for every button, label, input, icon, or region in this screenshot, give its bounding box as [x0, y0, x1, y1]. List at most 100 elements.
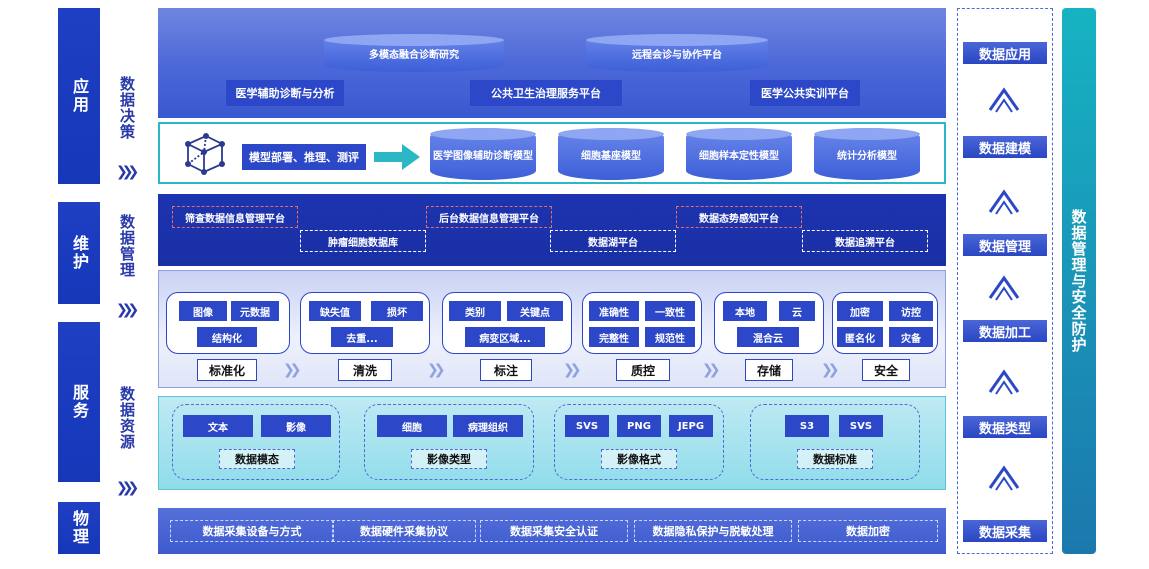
service-chip: 结构化: [197, 327, 257, 347]
resource-chip: SVS: [839, 415, 883, 437]
service-label: 安全: [862, 359, 910, 381]
chevron-right-icon: ❯❯❯: [116, 302, 139, 318]
resource-label: 影像类型: [411, 449, 487, 469]
resource-chip: 影像: [261, 415, 331, 437]
right-label: 数据采集: [963, 520, 1047, 542]
service-chip: 图像: [179, 301, 227, 321]
resources-panel: [158, 396, 946, 490]
side-label-data-management: 数据管理: [118, 214, 136, 278]
layer-application: 应用: [58, 8, 100, 184]
app-cylinder: 多模态融合诊断研究: [324, 34, 504, 72]
right-label: 数据管理: [963, 234, 1047, 256]
mgmt-platform: 数据态势感知平台: [676, 206, 802, 228]
app-platform: 医学公共实训平台: [750, 80, 860, 106]
right-column-frame: [957, 8, 1053, 554]
chevron-right-icon: ❯❯❯: [116, 480, 139, 496]
service-chip: 灾备: [889, 327, 933, 347]
service-chip: 规范性: [645, 327, 695, 347]
cube-icon: [185, 133, 225, 175]
service-chip: 类别: [449, 301, 501, 321]
chevron-up-icon: [988, 369, 1020, 395]
resource-label: 影像格式: [601, 449, 677, 469]
security-bar: 数据管理与安全防护: [1062, 8, 1096, 554]
service-group-qc: 准确性 一致性 完整性 规范性: [582, 292, 702, 354]
service-chip: 缺失值: [309, 301, 361, 321]
chevron-right-icon: ❯❯: [821, 362, 840, 378]
right-label: 数据应用: [963, 42, 1047, 64]
resource-chip: PNG: [617, 415, 661, 437]
service-chip: 损坏: [371, 301, 423, 321]
service-chip: 一致性: [645, 301, 695, 321]
management-panel: 筛查数据信息管理平台 肿瘤细胞数据库 后台数据信息管理平台 数据湖平台 数据态势…: [158, 194, 946, 266]
resource-chip: SVS: [565, 415, 609, 437]
app-platform: 医学辅助诊断与分析: [226, 80, 344, 106]
side-label-data-decision: 数据决策: [118, 76, 136, 140]
resource-chip: 文本: [183, 415, 253, 437]
service-group-annotate: 类别 关键点 病变区域...: [442, 292, 572, 354]
model-cylinder-label: 统计分析模型: [837, 150, 897, 162]
service-chip: 元数据: [231, 301, 279, 321]
service-label: 标准化: [197, 359, 257, 381]
service-label: 标注: [480, 359, 532, 381]
resource-chip: S3: [785, 415, 829, 437]
mgmt-platform: 数据追溯平台: [802, 230, 928, 252]
model-cylinder: 统计分析模型: [814, 128, 920, 180]
service-chip: 去重...: [331, 327, 393, 347]
mgmt-platform: 筛查数据信息管理平台: [172, 206, 298, 228]
physical-item: 数据隐私保护与脱敏处理: [634, 520, 792, 542]
physical-item: 数据加密: [798, 520, 938, 542]
resource-chip: 细胞: [377, 415, 447, 437]
chevron-up-icon: [988, 87, 1020, 113]
chevron-right-icon: ❯❯: [283, 362, 302, 378]
service-chip: 云: [779, 301, 815, 321]
resource-group-image-type: 细胞 病理组织 影像类型: [364, 404, 534, 480]
model-cylinder-label: 医学图像辅助诊断模型: [433, 150, 533, 162]
physical-item: 数据采集安全认证: [480, 520, 628, 542]
model-cylinder-label: 细胞样本定性模型: [699, 150, 779, 162]
chevron-right-icon: ❯❯: [427, 362, 446, 378]
service-label: 质控: [616, 359, 670, 381]
chevron-right-icon: ❯❯❯: [116, 164, 139, 180]
app-platform: 公共卫生治理服务平台: [470, 80, 622, 106]
model-cylinder: 细胞基座模型: [558, 128, 664, 180]
resource-label: 数据标准: [797, 449, 873, 469]
mgmt-platform: 数据湖平台: [550, 230, 676, 252]
service-group-security: 加密 访控 匿名化 灾备: [832, 292, 938, 354]
right-label: 数据加工: [963, 320, 1047, 342]
mgmt-platform: 后台数据信息管理平台: [426, 206, 552, 228]
service-label: 清洗: [338, 359, 392, 381]
service-chip: 访控: [889, 301, 933, 321]
service-chip: 完整性: [589, 327, 639, 347]
service-chip: 加密: [837, 301, 883, 321]
service-group-clean: 缺失值 损坏 去重...: [300, 292, 430, 354]
model-cylinder-label: 细胞基座模型: [581, 150, 641, 162]
app-cylinder-label: 远程会诊与协作平台: [632, 49, 722, 61]
resource-chip: 病理组织: [453, 415, 523, 437]
decision-panel: 模型部署、推理、测评 医学图像辅助诊断模型 细胞基座模型 细胞样本定性模型 统计…: [158, 122, 946, 184]
resource-label: 数据模态: [219, 449, 295, 469]
service-chip: 病变区域...: [465, 327, 545, 347]
physical-panel: [158, 508, 946, 554]
side-label-data-resources: 数据资源: [118, 386, 136, 450]
chevron-up-icon: [988, 465, 1020, 491]
layer-maintenance: 维护: [58, 202, 100, 304]
resource-group-image-format: SVS PNG JEPG 影像格式: [554, 404, 724, 480]
resource-group-standard: S3 SVS 数据标准: [750, 404, 920, 480]
service-group-standardize: 图像 元数据 结构化: [166, 292, 290, 354]
physical-item: 数据硬件采集协议: [332, 520, 476, 542]
resource-group-modality: 文本 影像 数据模态: [172, 404, 340, 480]
model-cylinder: 医学图像辅助诊断模型: [430, 128, 536, 180]
layer-service: 服务: [58, 322, 100, 482]
model-cylinder: 细胞样本定性模型: [686, 128, 792, 180]
resource-chip: JEPG: [669, 415, 713, 437]
service-chip: 本地: [723, 301, 767, 321]
chevron-up-icon: [988, 275, 1020, 301]
right-label: 数据建模: [963, 136, 1047, 158]
service-chip: 混合云: [737, 327, 799, 347]
right-label: 数据类型: [963, 416, 1047, 438]
layer-physical: 物理: [58, 502, 100, 554]
service-chip: 匿名化: [837, 327, 883, 347]
chevron-right-icon: ❯❯: [563, 362, 582, 378]
model-deploy-label: 模型部署、推理、测评: [242, 144, 366, 170]
service-chip: 关键点: [507, 301, 563, 321]
